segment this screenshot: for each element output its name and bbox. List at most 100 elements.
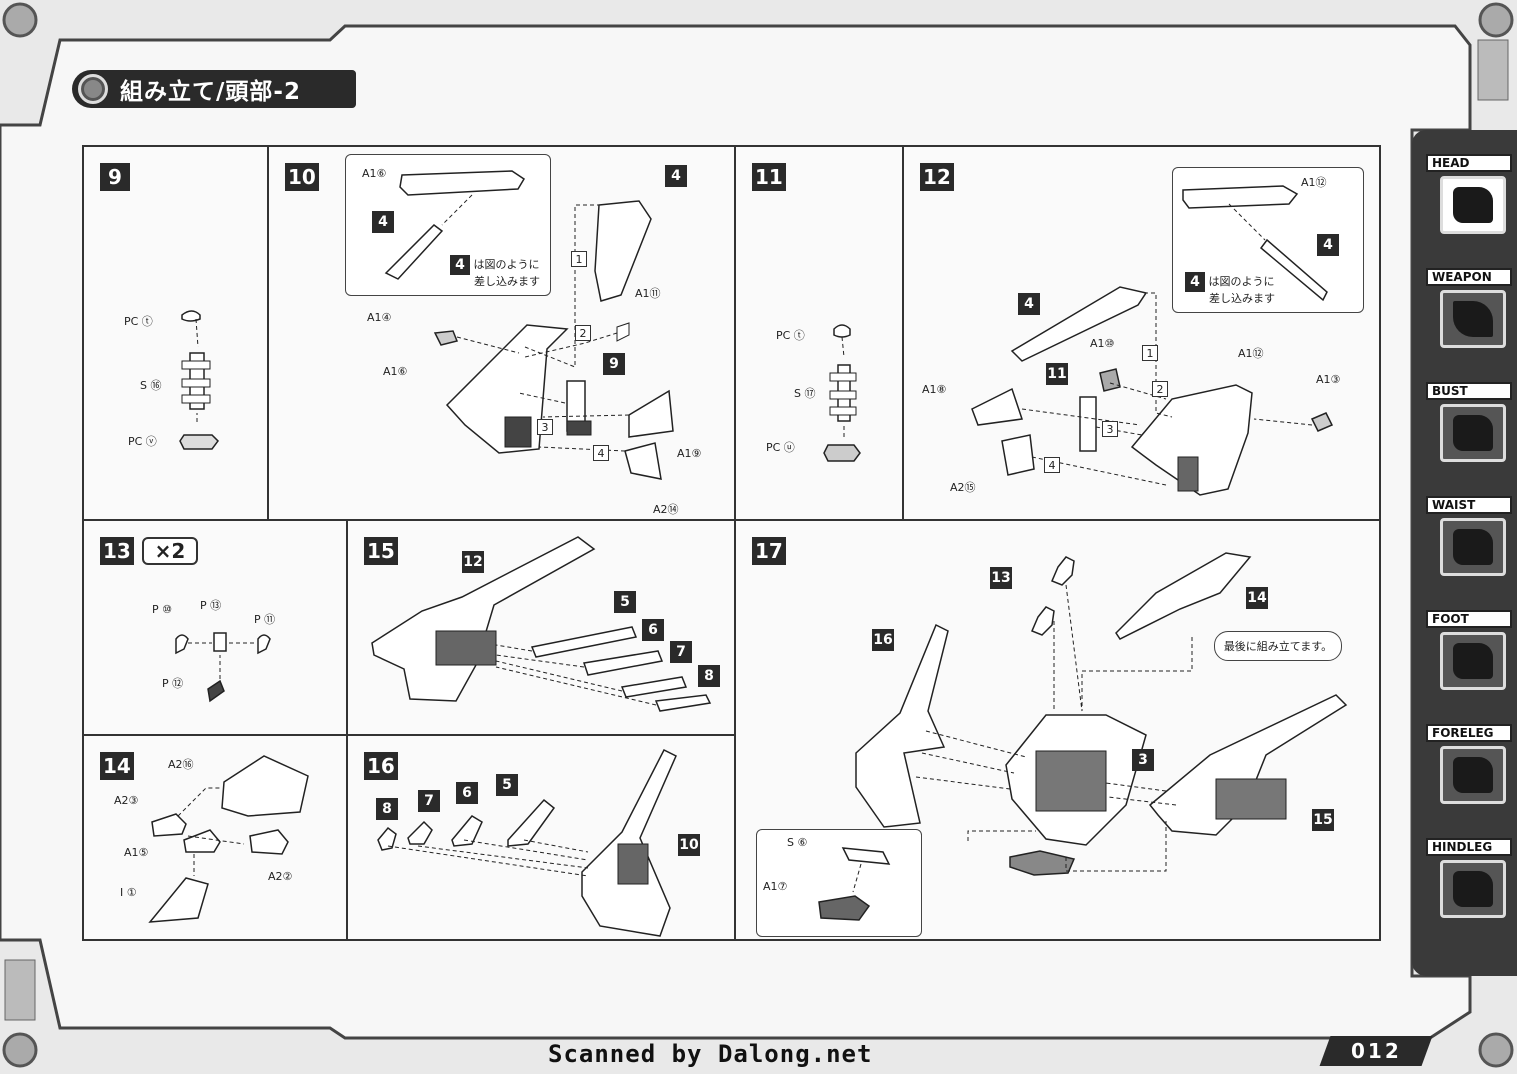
page-title-bar: 組み立て/頭部-2 [72, 70, 356, 108]
step-10-panel: 10 A1⑥ 4 4 は図のように 差し込みます [267, 145, 736, 521]
part-diagram [377, 748, 677, 937]
part-label: A2③ [114, 794, 139, 807]
page-title: 組み立て/頭部-2 [120, 79, 301, 105]
part-number-tag: 5 [614, 591, 636, 613]
part-number-tag: 10 [678, 834, 700, 856]
step-number: 17 [752, 537, 786, 565]
part-label: A1⑥ [383, 365, 408, 378]
part-label: PC ⓤ [766, 441, 795, 454]
part-diagram [371, 536, 712, 712]
sequence-number: 4 [1044, 457, 1060, 473]
part-label: A1⑥ [362, 167, 387, 180]
step-17-panel: 17 13 14 16 3 15 最後に組み立てます。 S ⑥ A1⑦ [734, 519, 1381, 941]
nav-item-weapon[interactable]: WEAPON [1426, 268, 1514, 358]
part-diagram [148, 755, 309, 923]
callout-box: A1⑫ 4 4 は図のように 差し込みます [1172, 167, 1364, 313]
part-diagram [433, 200, 674, 480]
foreleg-thumbnail-icon [1440, 746, 1506, 804]
part-label: A1⑦ [763, 880, 788, 893]
part-number-tag: 7 [670, 641, 692, 663]
part-label: A1⑧ [922, 383, 947, 396]
sequence-number: 4 [593, 445, 609, 461]
nav-item-foot[interactable]: FOOT [1426, 610, 1514, 700]
nav-item-bust[interactable]: BUST [1426, 382, 1514, 472]
nav-item-waist[interactable]: WAIST [1426, 496, 1514, 586]
bust-thumbnail-icon [1440, 404, 1506, 462]
step-12-panel: 12 A1⑫ 4 4 は図のように 差し込みます 4 [902, 145, 1381, 521]
part-label: PC ⓥ [128, 435, 157, 448]
callout-diagram [384, 170, 526, 280]
part-diagram [175, 632, 271, 703]
foot-thumbnail-icon [1440, 632, 1506, 690]
step-13-panel: 13 ×2 P ⑩ P ⑬ P ⑪ P ⑫ [82, 519, 348, 736]
sequence-number: 2 [575, 325, 591, 341]
sequence-number: 3 [537, 419, 553, 435]
part-number-tag: 9 [603, 353, 625, 375]
step-number: 12 [920, 163, 954, 191]
step-number: 9 [100, 163, 130, 191]
waist-thumbnail-icon [1440, 518, 1506, 576]
part-diagram [855, 552, 1348, 876]
part-label: A2⑮ [950, 481, 976, 494]
sequence-number: 1 [1142, 345, 1158, 361]
nav-item-head[interactable]: HEAD [1426, 154, 1514, 244]
nav-item-hindleg[interactable]: HINDLEG [1426, 838, 1514, 928]
scan-watermark: Scanned by Dalong.net [548, 1040, 873, 1068]
part-label: P ⑬ [200, 599, 222, 612]
part-number-tag: 6 [642, 619, 664, 641]
part-number-tag: 6 [456, 782, 478, 804]
part-label: P ⑫ [162, 677, 184, 690]
part-label: A1⑫ [1301, 176, 1327, 189]
part-number-tag: 8 [698, 665, 720, 687]
part-number-tag: 8 [376, 798, 398, 820]
part-number-tag: 5 [496, 774, 518, 796]
sequence-number: 1 [571, 251, 587, 267]
part-number-tag: 16 [872, 629, 894, 651]
callout-diagram [1182, 185, 1328, 302]
step-14-panel: 14 A2⑯ A2③ A1⑤ A2② I ① [82, 734, 348, 941]
quantity-badge: ×2 [142, 537, 198, 565]
part-number-tag: 15 [1312, 809, 1334, 831]
step-15-panel: 15 12 5 6 7 8 [346, 519, 736, 736]
part-label: A1⑫ [1238, 347, 1264, 360]
part-label: A1⑨ [677, 447, 702, 460]
part-number-tag: 13 [990, 567, 1012, 589]
assembly-note: 最後に組み立てます。 [1214, 631, 1342, 661]
step-9-panel: 9 PC ⓣ S ⑯ PC ⓥ [82, 145, 269, 521]
part-diagram [971, 286, 1334, 496]
part-label: A1④ [367, 311, 392, 324]
sequence-number: 3 [1102, 421, 1118, 437]
step-number: 13 [100, 537, 134, 565]
part-label: S ⑰ [794, 387, 816, 400]
inset-diagram [818, 847, 891, 921]
part-label: A1⑩ [1090, 337, 1115, 350]
nav-item-foreleg[interactable]: FORELEG [1426, 724, 1514, 814]
step-number: 15 [364, 537, 398, 565]
head-thumbnail-icon [1440, 176, 1506, 234]
part-number-tag: 4 [1317, 234, 1339, 256]
part-number-tag: 3 [1132, 749, 1154, 771]
part-number-tag: 7 [418, 790, 440, 812]
step-number: 10 [285, 163, 319, 191]
part-label: A1③ [1316, 373, 1341, 386]
part-label: A1⑤ [124, 846, 149, 859]
part-label: A2⑯ [168, 758, 194, 771]
part-number-tag: 11 [1046, 363, 1068, 385]
callout-note: 4 は図のように 差し込みます [450, 255, 540, 289]
part-label: PC ⓣ [776, 329, 805, 342]
part-number-tag: 14 [1246, 587, 1268, 609]
part-diagram [179, 310, 219, 450]
part-label: A2② [268, 870, 293, 883]
part-number-tag: 4 [1018, 293, 1040, 315]
part-number-tag: 12 [462, 551, 484, 573]
weapon-thumbnail-icon [1440, 290, 1506, 348]
page-number: 012 [1319, 1036, 1433, 1066]
step-16-panel: 16 8 7 6 5 10 [346, 734, 736, 941]
step-number: 16 [364, 752, 398, 780]
part-label: P ⑩ [152, 603, 172, 616]
part-label: A1⑪ [635, 287, 661, 300]
gear-icon [78, 74, 108, 104]
step-11-panel: 11 PC ⓣ S ⑰ PC ⓤ [734, 145, 904, 521]
part-label: P ⑪ [254, 613, 276, 626]
inset-box: S ⑥ A1⑦ [756, 829, 922, 937]
